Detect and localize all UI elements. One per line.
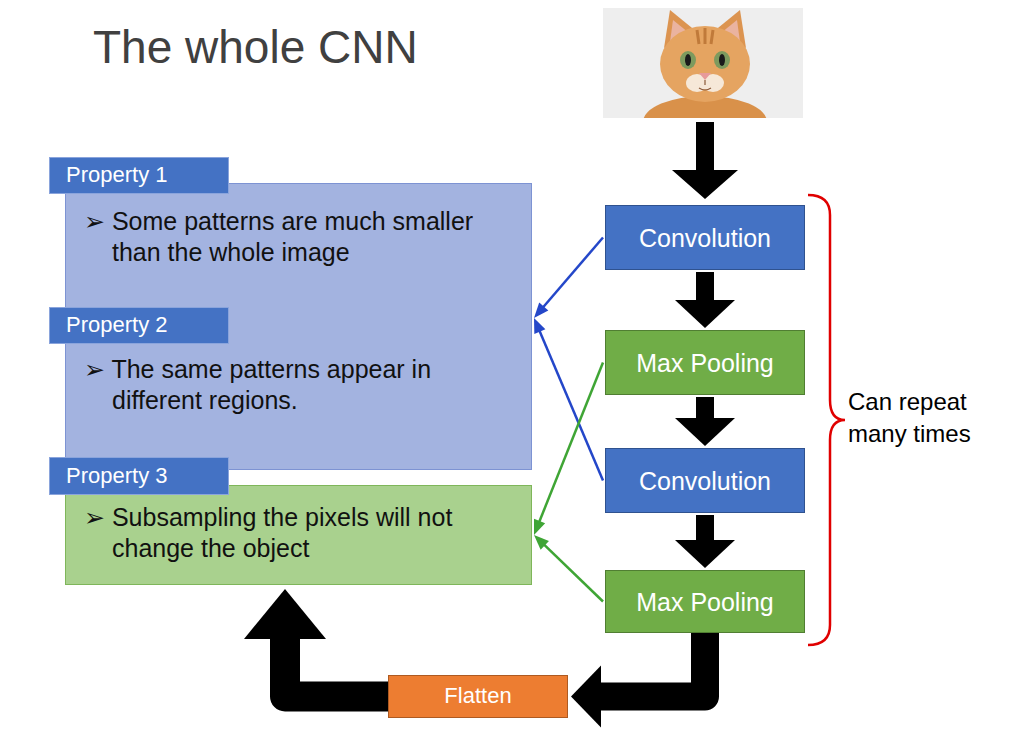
property-link <box>534 318 603 481</box>
connector-line <box>696 272 714 301</box>
property-link <box>534 363 603 536</box>
flow-arrow <box>675 272 735 328</box>
input-arrow <box>672 122 738 199</box>
property-link <box>534 535 603 602</box>
layer-box: Convolution <box>605 448 805 513</box>
connector-line <box>696 515 714 541</box>
arrow-head <box>675 540 735 568</box>
arrow-head <box>571 666 601 728</box>
cat-eye <box>680 51 696 69</box>
arrow-head <box>534 519 545 535</box>
cat-eye <box>714 51 730 69</box>
flow-arrow <box>244 589 388 697</box>
cat-head <box>660 26 750 102</box>
cat-stripes <box>697 28 713 44</box>
box-label: Max Pooling <box>636 348 774 378</box>
title-block: The whole CNN <box>93 20 418 75</box>
arrow-head <box>675 418 735 446</box>
cat-nose <box>699 73 711 80</box>
layer-box: Flatten <box>388 675 568 718</box>
box-label: Convolution <box>639 466 771 496</box>
cat-photo <box>603 8 803 118</box>
box-label: Property 2 <box>66 312 168 338</box>
photo-background <box>603 8 803 118</box>
repeat-bracket <box>808 195 845 645</box>
box-label: Max Pooling <box>636 587 774 617</box>
connector-line <box>285 638 388 697</box>
arrow-head <box>675 300 735 328</box>
arrow-head <box>244 589 326 639</box>
arrow-head <box>534 535 549 550</box>
property-tab: Property 1 <box>49 157 229 194</box>
connector-line <box>539 331 603 481</box>
connector-line <box>543 238 603 308</box>
cat-pupil <box>719 54 725 66</box>
arrow-head <box>534 303 548 318</box>
flow-arrow <box>571 633 705 728</box>
diagram-title: The whole CNN <box>93 20 418 75</box>
box-label: Property 3 <box>66 463 168 489</box>
repeat-note: Can repeat many times <box>848 386 1008 451</box>
property-panel: ➢ Subsampling the pixels will not change… <box>65 485 532 585</box>
arrow-head <box>534 318 545 334</box>
property-tab: Property 3 <box>49 457 229 495</box>
layer-box: Convolution <box>605 205 805 270</box>
connector-line <box>544 545 603 602</box>
connector-line <box>696 397 714 419</box>
layer-box: Max Pooling <box>605 570 805 633</box>
connector-line <box>539 363 603 523</box>
property-tab: Property 2 <box>49 307 229 344</box>
box-label: Property 1 <box>66 162 168 188</box>
bullet-text: ➢ The same patterns appear in different … <box>84 354 504 417</box>
flow-arrow <box>675 397 735 446</box>
bullet-text: ➢ Subsampling the pixels will not change… <box>84 502 504 565</box>
bullet-text: ➢ Some patterns are much smaller than th… <box>84 206 504 269</box>
cat-mouth <box>699 80 711 90</box>
box-label: Convolution <box>639 223 771 253</box>
note-block: Can repeat many times <box>848 386 1008 451</box>
flow-arrow <box>675 515 735 568</box>
box-label: Flatten <box>444 683 511 709</box>
property-link <box>534 238 603 318</box>
cat-pupil <box>685 54 691 66</box>
connector-line <box>600 633 705 697</box>
property-panel: ➢ Some patterns are much smaller than th… <box>65 183 532 470</box>
layer-box: Max Pooling <box>605 330 805 395</box>
